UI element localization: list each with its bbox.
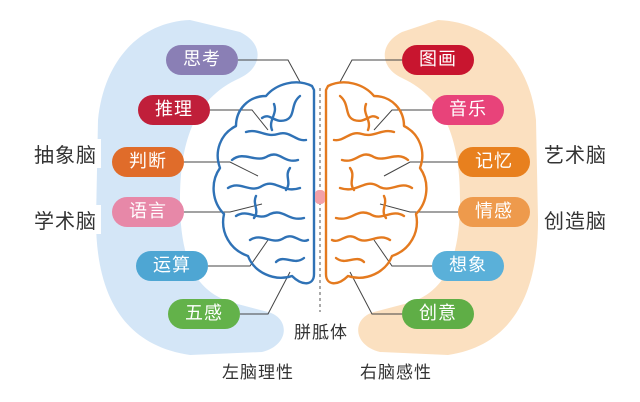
right-item-imagination: 想象 xyxy=(432,251,504,281)
corpus-callosum-label: 胼胝体 xyxy=(294,323,348,343)
left-brain-caption: 左脑理性 xyxy=(222,363,294,383)
right-group-label-art: 艺术脑 xyxy=(540,139,611,168)
left-hemisphere-icon xyxy=(212,81,316,285)
connector-lines xyxy=(184,59,458,315)
right-item-creativity: 创意 xyxy=(402,299,474,329)
left-item-thinking: 思考 xyxy=(166,45,238,75)
right-item-emotion: 情感 xyxy=(458,197,530,227)
left-item-five-senses: 五感 xyxy=(168,299,240,329)
right-item-drawing: 图画 xyxy=(402,45,474,75)
left-item-judgment: 判断 xyxy=(112,147,184,177)
corpus-callosum-marker xyxy=(315,190,325,204)
left-group-label-academic: 学术脑 xyxy=(30,205,101,234)
right-item-music: 音乐 xyxy=(432,95,504,125)
right-brain-caption: 右脑感性 xyxy=(360,363,432,383)
right-group-label-creative: 创造脑 xyxy=(540,205,611,234)
right-hemisphere-icon xyxy=(324,81,428,285)
left-item-language: 语言 xyxy=(112,197,184,227)
left-group-label-abstract: 抽象脑 xyxy=(30,139,101,168)
left-item-reasoning: 推理 xyxy=(138,95,210,125)
right-item-memory: 记忆 xyxy=(458,147,530,177)
left-item-calculation: 运算 xyxy=(136,251,208,281)
